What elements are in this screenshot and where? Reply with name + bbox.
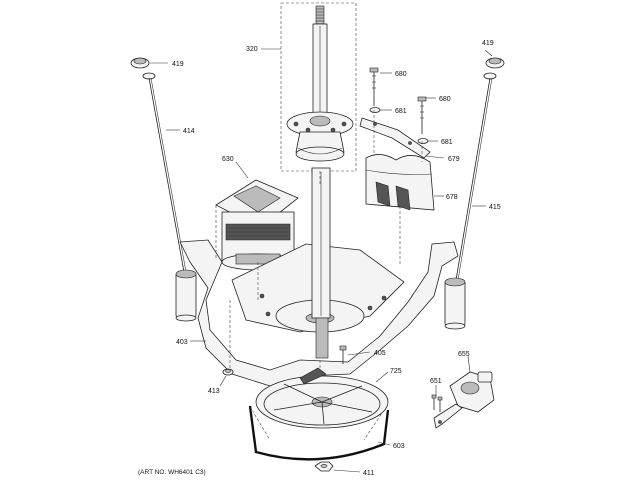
callout-725: 725 [390, 368, 402, 375]
callout-403: 403 [176, 339, 188, 346]
motor-630 [215, 179, 299, 271]
screws-651 [431, 394, 443, 412]
base-403 [179, 167, 459, 387]
pulley-725 [255, 367, 389, 429]
callout-679: 679 [448, 156, 460, 163]
callout-681-b: 681 [441, 139, 453, 146]
clip-413 [222, 368, 234, 376]
callout-678: 678 [446, 194, 458, 201]
suspension-rod-left [130, 57, 197, 322]
bolts-680 [369, 67, 429, 144]
callout-680-b: 680 [439, 96, 451, 103]
callout-320: 320 [246, 46, 258, 53]
leader-lines [150, 48, 493, 473]
belt-603 [248, 405, 390, 461]
suspension-rod-right [444, 57, 505, 330]
cover-678 [365, 154, 435, 211]
callout-655: 655 [458, 351, 470, 358]
callout-630: 630 [222, 156, 234, 163]
art-number: (ART NO. WH6401 C3) [138, 469, 206, 476]
screw-405 [339, 345, 347, 364]
pump-655 [433, 371, 495, 429]
callout-681-a: 681 [395, 108, 407, 115]
callout-680-a: 680 [395, 71, 407, 78]
bracket-679 [359, 117, 431, 159]
callout-603: 603 [393, 443, 405, 450]
shaft-assembly-320 [280, 2, 357, 172]
callout-413: 413 [208, 388, 220, 395]
callout-414: 414 [183, 128, 195, 135]
callout-labels: 320 419 419 680 681 680 681 414 415 630 … [138, 40, 501, 477]
callout-415: 415 [489, 204, 501, 211]
callout-405: 405 [374, 350, 386, 357]
callout-651: 651 [430, 378, 442, 385]
callout-419-right: 419 [482, 40, 494, 47]
callout-411: 411 [363, 470, 374, 477]
callout-419-left: 419 [172, 61, 184, 68]
nut-411 [314, 461, 334, 472]
